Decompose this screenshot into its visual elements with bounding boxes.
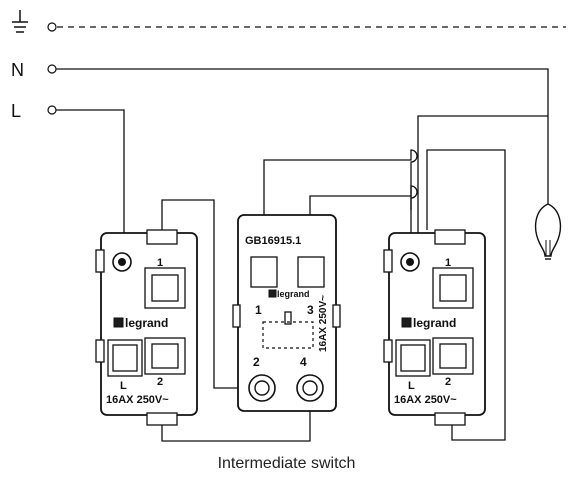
rating-label: 16AX 250V~ [106,394,169,406]
terminal-1-label: 1 [255,303,262,317]
line-label: L [11,101,21,121]
terminal-l-label: L [120,380,127,392]
traveller-wire-2 [161,405,311,442]
brand-logo: legrand [125,316,168,330]
right-switch: legrand 1 L 2 16AX 250V~ [383,229,486,426]
switched-live-wire [417,115,548,236]
middle-switch: GB16915.1 legrand 1 3 2 4 16AX 250V~ [232,214,341,412]
rating-label: 16AX 250V~ [318,295,329,352]
terminal-2-label: 2 [445,376,451,388]
terminal-1-label: 1 [157,257,163,269]
terminal-2-label: 2 [157,376,163,388]
terminal-l-label: L [408,380,415,392]
terminal-2-label: 2 [253,355,260,369]
line-terminal [47,105,57,115]
left-switch: legrand 1 L 2 16AX 250V~ [95,229,198,426]
rating-label: 16AX 250V~ [394,394,457,406]
earth-symbol [12,10,28,33]
neutral-wire [56,68,549,208]
brand-logo: legrand [413,316,456,330]
earth-terminal [47,22,57,32]
brand-logo: legrand [277,289,310,299]
traveller-wire-1 [161,199,262,389]
neutral-terminal [47,64,57,74]
model-label: GB16915.1 [245,235,301,247]
line-wire [56,109,125,236]
neutral-label: N [11,60,24,80]
traveller-wire-4 [309,185,418,216]
terminal-3-label: 3 [307,303,314,317]
traveller-wire-3 [263,149,452,237]
terminal-1-label: 1 [445,257,451,269]
terminal-4-label: 4 [300,355,307,369]
diagram-caption: Intermediate switch [217,455,356,472]
lamp-icon [534,203,562,260]
traveller-wire-5 [426,149,506,441]
